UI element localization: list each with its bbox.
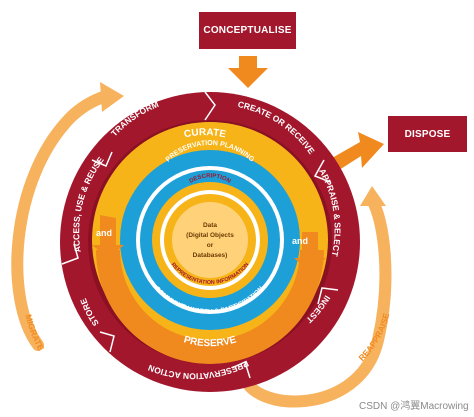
svg-text:DESCRIPTION: DESCRIPTION — [189, 173, 232, 185]
core-line-3: or — [207, 242, 214, 249]
reappraise-arrow — [238, 194, 392, 408]
and-right-label: and — [292, 236, 308, 246]
migrate-arrow — [11, 90, 112, 351]
preserve-band — [96, 250, 324, 364]
dispose-arrow — [332, 132, 384, 172]
ring-chevrons — [61, 91, 339, 379]
svg-text:CURATE: CURATE — [183, 127, 227, 140]
migrate-arrowhead — [100, 82, 124, 112]
watermark: CSDN @鸿翼Macrowing — [359, 401, 469, 412]
core-line-4: Databases) — [193, 252, 228, 259]
reappraise-arrowhead — [360, 186, 386, 206]
core-line-2: (Digital Objects — [186, 232, 234, 239]
label-preserve: PRESERVE — [182, 334, 238, 349]
and-arrow-right — [294, 232, 326, 272]
conceptualise-box: CONCEPTUALISE — [199, 12, 296, 49]
label-description: DESCRIPTION — [189, 173, 232, 185]
and-left-label: and — [96, 228, 112, 238]
core-line-1: Data — [203, 222, 217, 229]
conceptualise-arrow — [228, 56, 268, 88]
svg-text:PRESERVE: PRESERVE — [182, 334, 238, 349]
dispose-box: DISPOSE — [388, 116, 467, 152]
label-curate: CURATE — [183, 127, 227, 140]
and-arrow-left — [92, 215, 124, 258]
